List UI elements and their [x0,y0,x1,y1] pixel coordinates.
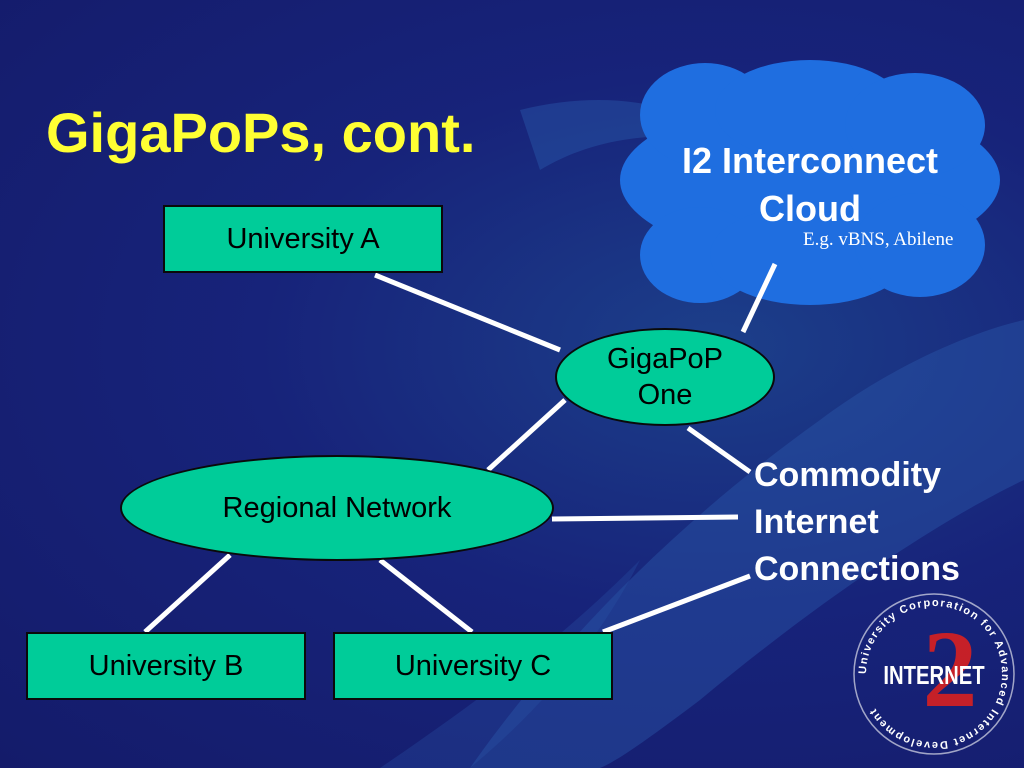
cloud-subtitle: E.g. vBNS, Abilene [803,229,954,250]
commodity-line3: Connections [754,550,960,588]
node-gigapop-one: GigaPoP One [555,328,775,426]
logo-center-text: INTERNET [883,661,984,690]
gigapop-label-line1: GigaPoP [606,343,724,375]
link-regional-univ-c [378,558,474,634]
internet2-logo: University Corporation for Advanced Inte… [853,593,1015,755]
slide-title: GigaPoPs, cont. [46,101,476,164]
link-gigapop-cloud [740,262,778,334]
logo-numeral: 2 [923,608,978,730]
cloud-label-line1: I2 Interconnect [681,140,939,181]
node-university-a-label: University A [226,222,380,255]
link-univ-c-commodity [602,573,751,635]
link-gigapop-regional [486,398,567,472]
gigapop-label-line2: One [637,379,693,411]
node-university-b-label: University B [88,649,244,682]
cloud-label: I2 Interconnect Cloud [660,137,960,233]
link-regional-commodity [551,514,739,522]
cloud-label-line2: Cloud [759,188,861,229]
node-university-c-label: University C [394,649,552,682]
link-univ-a-gigapop [374,272,561,353]
node-university-a: University A [163,205,443,273]
link-gigapop-commodity [686,425,752,475]
commodity-line1: Commodity [754,456,941,494]
commodity-line2: Internet [754,503,879,541]
regional-network-label: Regional Network [222,492,452,524]
node-regional-network: Regional Network [120,455,554,561]
commodity-internet-label: Commodity Internet Connections [754,452,960,593]
link-regional-univ-b [143,553,232,634]
node-university-c: University C [333,632,613,700]
node-university-b: University B [26,632,306,700]
